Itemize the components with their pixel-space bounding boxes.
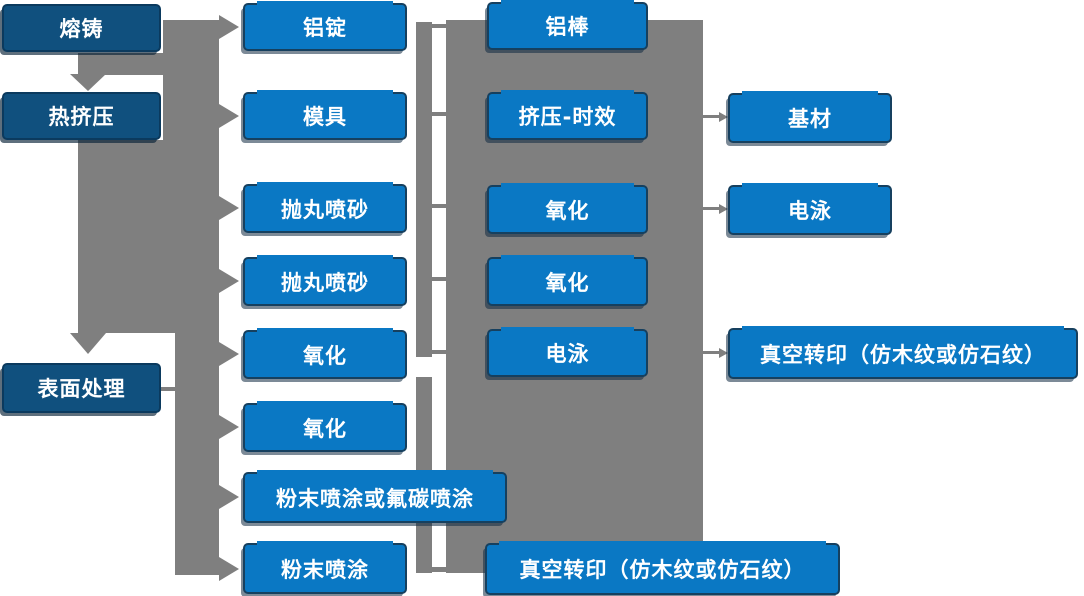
- bracket-tick: [432, 204, 446, 208]
- connector-col1-band: [78, 53, 163, 75]
- node-oxidation-4: 氧化: [487, 255, 648, 306]
- node-melting-casting: 熔铸: [2, 4, 161, 52]
- right-arrow-row1-icon: [219, 15, 239, 39]
- merge-bracket-upper: [416, 22, 432, 357]
- bracket-tick: [432, 567, 446, 572]
- right-arrow-row3-icon: [219, 196, 239, 220]
- connector-left-vertical-bar: [175, 140, 219, 575]
- down-arrow-to-surface-treatment-icon: [70, 333, 106, 354]
- thin-arrow-line: [703, 115, 720, 118]
- node-oxidation-3: 氧化: [487, 183, 648, 234]
- bracket-tick: [432, 350, 446, 354]
- node-oxidation-1: 氧化: [243, 328, 407, 379]
- node-extrusion-aging: 挤压-时效: [487, 90, 648, 140]
- surface-treatment-link-line: [160, 387, 176, 391]
- bracket-tick: [432, 277, 446, 281]
- node-vacuum-transfer-print-2: 真空转印（仿木纹或仿石纹）: [728, 326, 1078, 379]
- thin-arrow-head-icon: [719, 348, 728, 358]
- node-powder-or-fluorocarbon-coating: 粉末喷涂或氟碳喷涂: [243, 470, 507, 523]
- node-shot-blasting-1: 抛丸喷砂: [243, 182, 407, 233]
- thin-arrow-line: [703, 351, 720, 354]
- node-shot-blasting-2: 抛丸喷砂: [243, 255, 407, 306]
- node-electrophoresis-2: 电泳: [728, 183, 892, 235]
- right-arrow-row4-icon: [219, 269, 239, 293]
- right-arrow-row2-icon: [219, 104, 239, 128]
- thin-arrow-head-icon: [719, 112, 728, 122]
- node-oxidation-2: 氧化: [243, 401, 407, 452]
- right-arrow-row7-icon: [219, 485, 239, 509]
- node-hot-extrusion: 热挤压: [2, 92, 161, 140]
- right-arrow-row8-icon: [219, 557, 239, 581]
- node-vacuum-transfer-print-1: 真空转印（仿木纹或仿石纹）: [485, 541, 840, 595]
- right-arrow-row5-icon: [219, 342, 239, 366]
- node-mold: 模具: [243, 90, 407, 140]
- thin-arrow-line: [703, 207, 720, 210]
- bracket-tick: [432, 24, 446, 28]
- down-arrow-to-hot-extrusion-icon: [70, 74, 106, 91]
- node-base-material: 基材: [728, 91, 892, 143]
- node-electrophoresis-1: 电泳: [487, 327, 648, 377]
- thin-arrow-head-icon: [719, 204, 728, 214]
- node-aluminum-rod: 铝棒: [487, 0, 648, 50]
- connector-col1-lower-block: [78, 140, 175, 333]
- right-arrow-row6-icon: [219, 415, 239, 439]
- node-surface-treatment: 表面处理: [2, 363, 161, 413]
- bracket-tick: [432, 112, 446, 116]
- node-powder-coating: 粉末喷涂: [243, 541, 407, 594]
- node-aluminum-ingot: 铝锭: [243, 1, 407, 51]
